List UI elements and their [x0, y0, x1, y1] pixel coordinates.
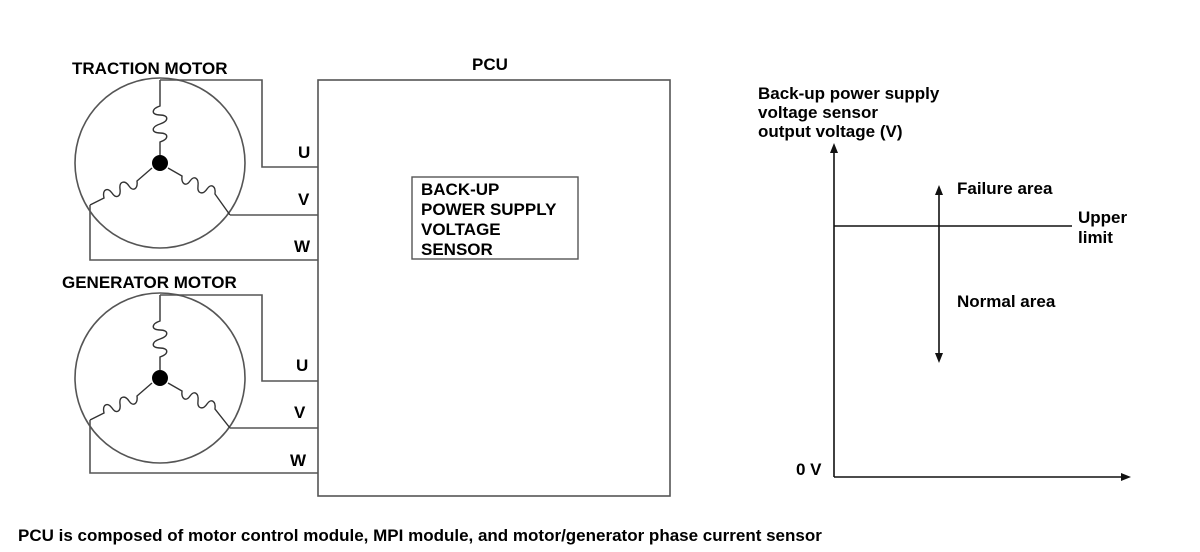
generator-phase-v: V: [294, 403, 306, 422]
generator-coil-w: [167, 382, 231, 429]
traction-phase-w: W: [294, 237, 311, 256]
sensor-label-line-3: VOLTAGE: [421, 220, 501, 239]
sensor-label-line-4: SENSOR: [421, 240, 493, 259]
upper-limit-label-line-2: limit: [1078, 228, 1113, 247]
traction-wire-u: [160, 79, 318, 168]
generator-motor-title: GENERATOR MOTOR: [62, 273, 237, 292]
graph-ylabel-line-2: voltage sensor: [758, 103, 878, 122]
traction-coil-u: [152, 80, 168, 155]
generator-wire-w: [89, 420, 318, 474]
traction-wire-w: [89, 205, 318, 261]
sensor-label-line-1: BACK-UP: [421, 180, 499, 199]
generator-motor-neutral-dot: [152, 370, 168, 386]
graph-ylabel-line-3: output voltage (V): [758, 122, 902, 141]
sensor-label-line-2: POWER SUPPLY: [421, 200, 557, 219]
failure-area-label: Failure area: [957, 179, 1053, 198]
generator-phase-u: U: [296, 356, 308, 375]
backup-voltage-sensor-box: [411, 176, 579, 260]
graph-ylabel-line-1: Back-up power supply: [758, 84, 940, 103]
traction-phase-u: U: [298, 143, 310, 162]
upper-limit-label-line-1: Upper: [1078, 208, 1128, 227]
generator-coil-v: [89, 382, 153, 421]
traction-motor-title: TRACTION MOTOR: [72, 59, 228, 78]
traction-coil-w: [167, 167, 231, 216]
caption: PCU is composed of motor control module,…: [18, 526, 822, 545]
pcu-box: [317, 79, 671, 497]
traction-coil-v: [89, 167, 153, 206]
traction-phase-v: V: [298, 190, 310, 209]
zero-volt-label: 0 V: [796, 460, 822, 479]
pcu-title: PCU: [472, 55, 508, 74]
traction-motor-neutral-dot: [152, 155, 168, 171]
generator-phase-w: W: [290, 451, 307, 470]
generator-wire-u: [160, 294, 318, 382]
generator-coil-u: [152, 295, 168, 370]
normal-area-label: Normal area: [957, 292, 1056, 311]
traction-motor-symbol: [74, 77, 246, 249]
generator-motor-symbol: [74, 292, 246, 464]
